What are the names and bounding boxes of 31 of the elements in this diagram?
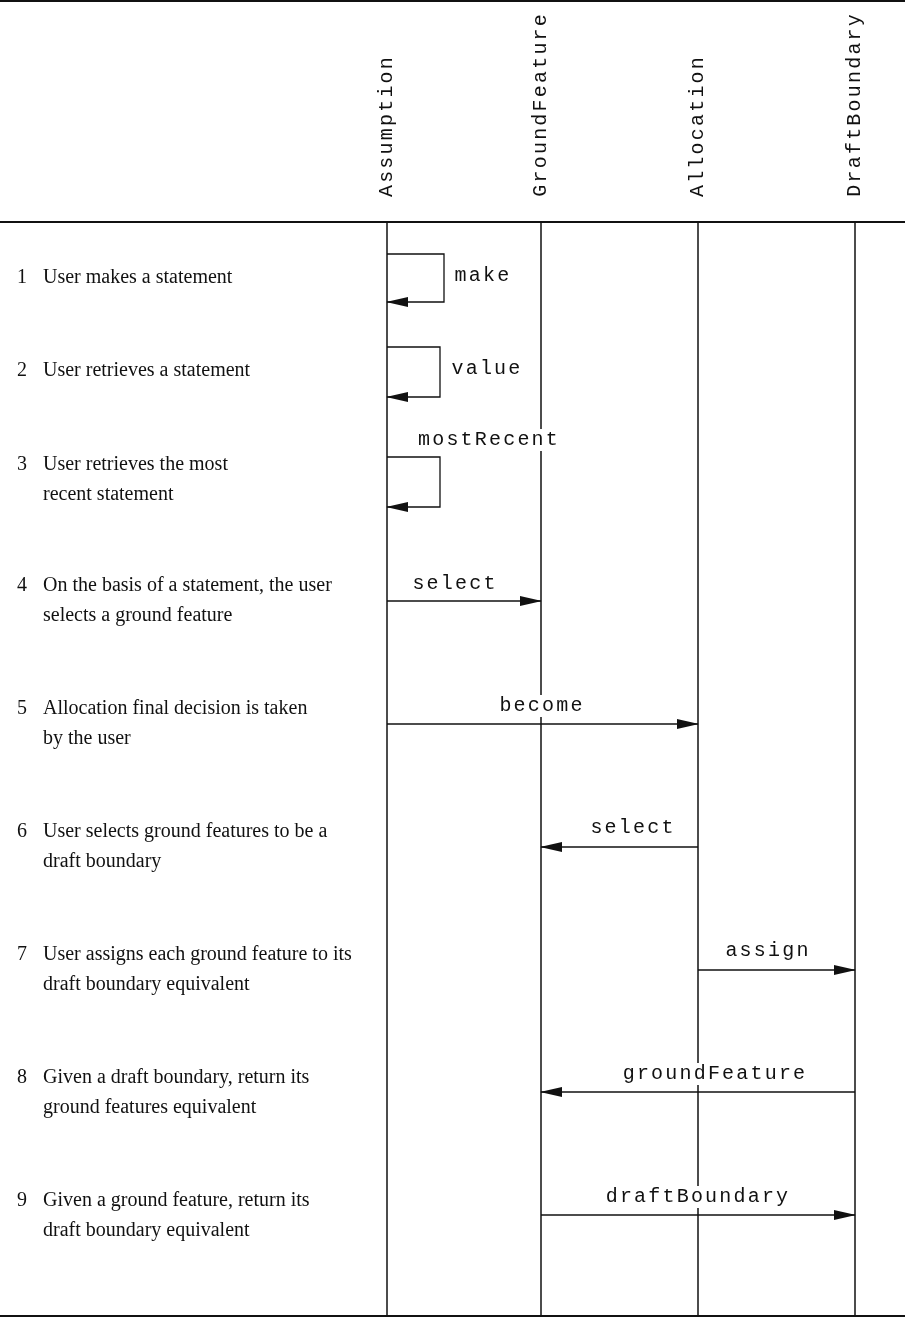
message-arrow — [697, 965, 856, 975]
message-arrow — [386, 346, 441, 402]
step-number: 9 — [17, 1187, 27, 1212]
step-number: 8 — [17, 1064, 27, 1089]
step-description: User retrieves a statement — [43, 357, 252, 382]
step-number: 2 — [17, 357, 27, 382]
step-description: Given a ground feature, return its draft boundary equivalent — [43, 1187, 311, 1243]
step-description: User retrieves the most recent statement — [43, 451, 229, 506]
step-number: 1 — [17, 264, 27, 289]
step-number: 3 — [17, 451, 27, 476]
step-number: 6 — [17, 818, 27, 843]
message-arrow — [386, 596, 542, 606]
step-description: On the basis of a statement, the user selects a ground feature — [43, 572, 333, 628]
step-description: User selects ground features to be a draft boundary — [43, 818, 328, 874]
message-arrow — [386, 456, 441, 512]
step-number: 5 — [17, 695, 27, 720]
object-name: Allocation — [688, 54, 708, 197]
object-name: Assumption — [377, 54, 397, 197]
message-arrow — [540, 1210, 856, 1220]
step-number: 7 — [17, 941, 27, 966]
message-arrow — [386, 719, 699, 729]
message-arrow — [540, 842, 699, 852]
step-description: Allocation final decision is taken by the user — [43, 695, 309, 751]
object-name: DraftBoundary — [845, 12, 865, 197]
step-number: 4 — [17, 572, 27, 597]
step-description: User assigns each ground feature to its draft boundary equivalent — [43, 941, 353, 997]
step-description: User makes a statement — [43, 264, 234, 289]
message-arrow — [386, 253, 445, 307]
message-arrow — [540, 1087, 856, 1097]
object-name: GroundFeature — [531, 12, 551, 197]
step-description: Given a draft boundary, return its ground features equivalent — [43, 1064, 311, 1120]
